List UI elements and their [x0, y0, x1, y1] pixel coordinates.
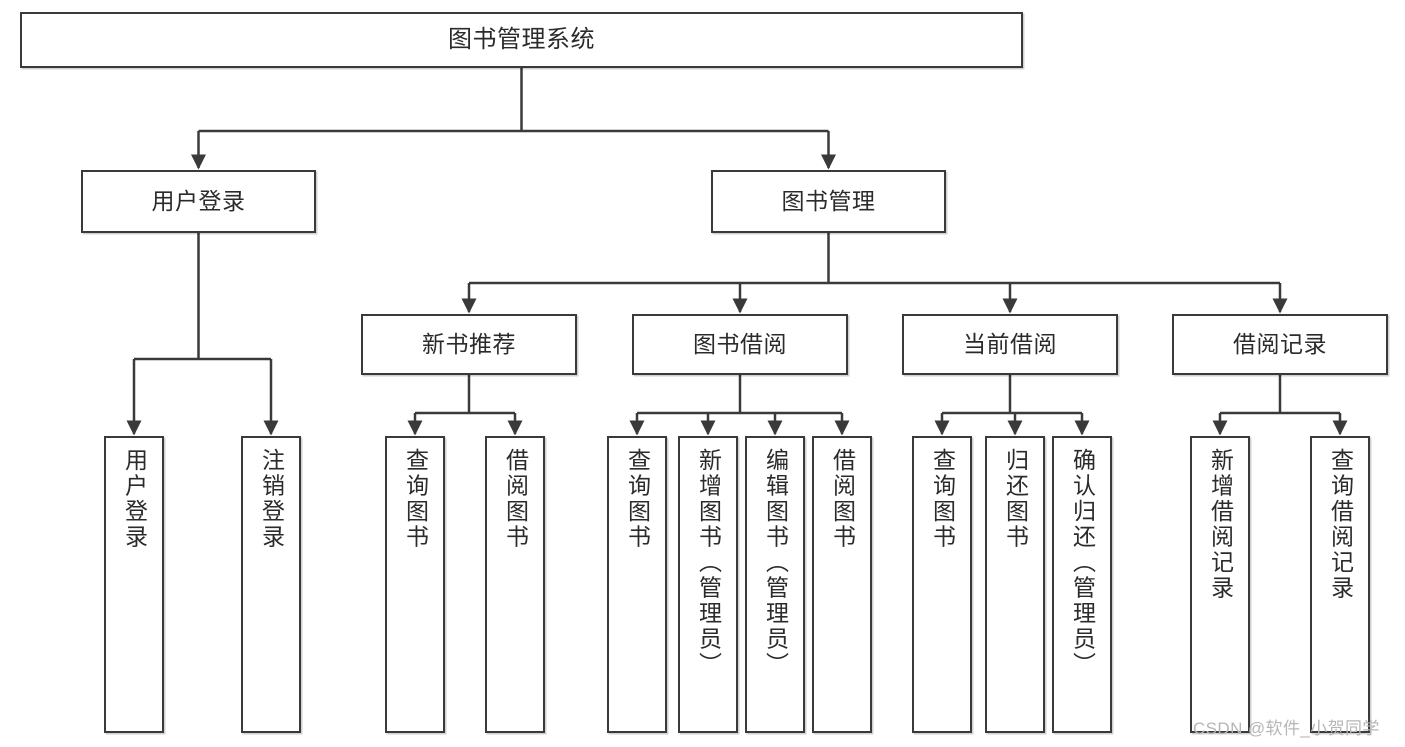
node-leaf-add-log[interactable]: 新增借阅记录 — [1190, 436, 1250, 733]
node-label: 查询借阅记录 — [1327, 448, 1354, 601]
node-leaf-borrow-book-2[interactable]: 借阅图书 — [812, 436, 872, 733]
node-label: 当前借阅 — [963, 330, 1057, 357]
node-root[interactable]: 图书管理系统 — [20, 12, 1023, 68]
node-label: 用户登录 — [121, 448, 148, 550]
node-user-login[interactable]: 用户登录 — [81, 170, 316, 233]
node-cur-borrow[interactable]: 当前借阅 — [902, 314, 1118, 375]
node-leaf-query-log[interactable]: 查询借阅记录 — [1310, 436, 1370, 733]
node-label: 借阅记录 — [1233, 330, 1327, 357]
node-label: 编辑图书（管理员） — [762, 448, 789, 678]
node-label: 新增图书（管理员） — [695, 448, 722, 678]
node-label: 归还图书 — [1002, 448, 1029, 550]
node-label: 图书管理 — [781, 187, 876, 214]
node-new-book-rec[interactable]: 新书推荐 — [361, 314, 577, 375]
node-book-borrow[interactable]: 图书借阅 — [632, 314, 848, 375]
node-leaf-query-book-3[interactable]: 查询图书 — [912, 436, 972, 733]
node-leaf-user-login[interactable]: 用户登录 — [104, 436, 164, 733]
node-label: 查询图书 — [624, 448, 651, 550]
node-leaf-query-book-2[interactable]: 查询图书 — [607, 436, 667, 733]
node-leaf-borrow-book-1[interactable]: 借阅图书 — [485, 436, 545, 733]
node-label: 注销登录 — [258, 448, 285, 550]
node-leaf-query-book-1[interactable]: 查询图书 — [385, 436, 445, 733]
node-label: 查询图书 — [402, 448, 429, 550]
node-label: 查询图书 — [929, 448, 956, 550]
watermark: CSDN @软件_小贺同学 — [1193, 719, 1380, 738]
node-leaf-add-book[interactable]: 新增图书（管理员） — [678, 436, 738, 733]
node-leaf-edit-book[interactable]: 编辑图书（管理员） — [745, 436, 805, 733]
node-label: 确认归还（管理员） — [1069, 448, 1096, 678]
node-label: 借阅图书 — [829, 448, 856, 550]
node-leaf-user-logout[interactable]: 注销登录 — [241, 436, 301, 733]
node-label: 借阅图书 — [502, 448, 529, 550]
node-leaf-confirm-ret[interactable]: 确认归还（管理员） — [1052, 436, 1112, 733]
node-label: 用户登录 — [151, 187, 246, 214]
node-leaf-return-book[interactable]: 归还图书 — [985, 436, 1045, 733]
node-book-mgmt[interactable]: 图书管理 — [711, 170, 946, 233]
node-label: 新增借阅记录 — [1207, 448, 1234, 601]
node-borrow-log[interactable]: 借阅记录 — [1172, 314, 1388, 375]
node-label: 图书管理系统 — [448, 25, 595, 53]
node-label: 新书推荐 — [422, 330, 516, 357]
node-label: 图书借阅 — [693, 330, 787, 357]
